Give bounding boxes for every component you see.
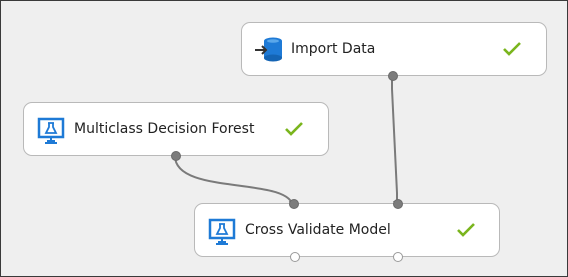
model-lab-icon xyxy=(36,117,66,145)
output-port[interactable] xyxy=(388,71,398,81)
module-import-data[interactable]: Import Data xyxy=(241,22,547,81)
output-port[interactable] xyxy=(171,151,181,161)
input-port[interactable] xyxy=(393,199,403,209)
checkmark-icon xyxy=(456,222,476,238)
module-multiclass-decision-forest[interactable]: Multiclass Decision Forest xyxy=(23,102,329,161)
module-label: Import Data xyxy=(291,41,376,57)
module-label: Multiclass Decision Forest xyxy=(74,121,255,137)
model-lab-icon xyxy=(207,218,237,246)
connector-import-to-crossvalidate xyxy=(391,77,401,209)
output-port[interactable] xyxy=(290,252,300,262)
checkmark-icon xyxy=(502,41,522,57)
input-port[interactable] xyxy=(289,199,299,209)
connector-forest-to-crossvalidate xyxy=(174,155,297,209)
checkmark-icon xyxy=(284,121,304,137)
output-port[interactable] xyxy=(393,252,403,262)
module-label: Cross Validate Model xyxy=(245,222,391,238)
module-cross-validate-model[interactable]: Cross Validate Model xyxy=(194,199,500,262)
database-import-icon xyxy=(254,36,284,64)
